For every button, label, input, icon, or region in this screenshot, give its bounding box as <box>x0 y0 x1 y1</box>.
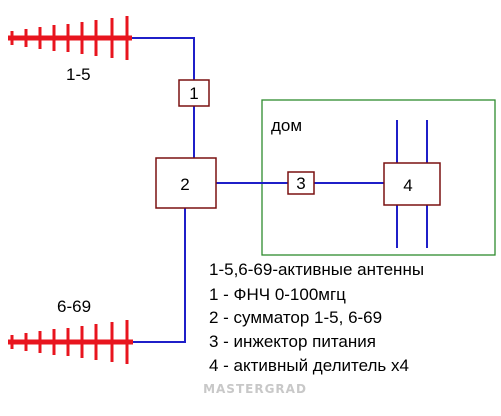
injector-box <box>287 171 315 195</box>
legend-line: 1-5,6-69-активные антенны <box>209 260 424 279</box>
antenna-1-5-icon <box>8 16 132 60</box>
injector-box-number: 3 <box>296 174 305 193</box>
splitter-box-number: 4 <box>403 176 412 195</box>
cable-lines <box>132 37 428 343</box>
splitter-box <box>383 162 441 206</box>
filter-box-number: 1 <box>189 84 198 103</box>
antenna-6-69-icon <box>8 320 133 364</box>
house-label: дом <box>271 116 302 135</box>
antenna-6-69-label: 6-69 <box>57 297 91 316</box>
house-border <box>261 99 496 256</box>
filter-box <box>178 79 210 107</box>
antenna-1-5-label: 1-5 <box>66 65 91 84</box>
combiner-box <box>155 157 217 209</box>
combiner-box-number: 2 <box>180 175 189 194</box>
watermark: MASTERGRAD <box>203 382 307 396</box>
cable-top-antenna-to-filter <box>132 37 195 80</box>
legend-line: 4 - активный делитель х4 <box>209 356 409 375</box>
cable-bottom-antenna-to-combiner <box>133 208 186 343</box>
legend: 1-5,6-69-активные антенны 1 - ФНЧ 0-100м… <box>209 260 424 375</box>
legend-line: 2 - сумматор 1-5, 6-69 <box>209 308 382 327</box>
legend-line: 1 - ФНЧ 0-100мгц <box>209 285 346 304</box>
legend-line: 3 - инжектор питания <box>209 332 376 351</box>
